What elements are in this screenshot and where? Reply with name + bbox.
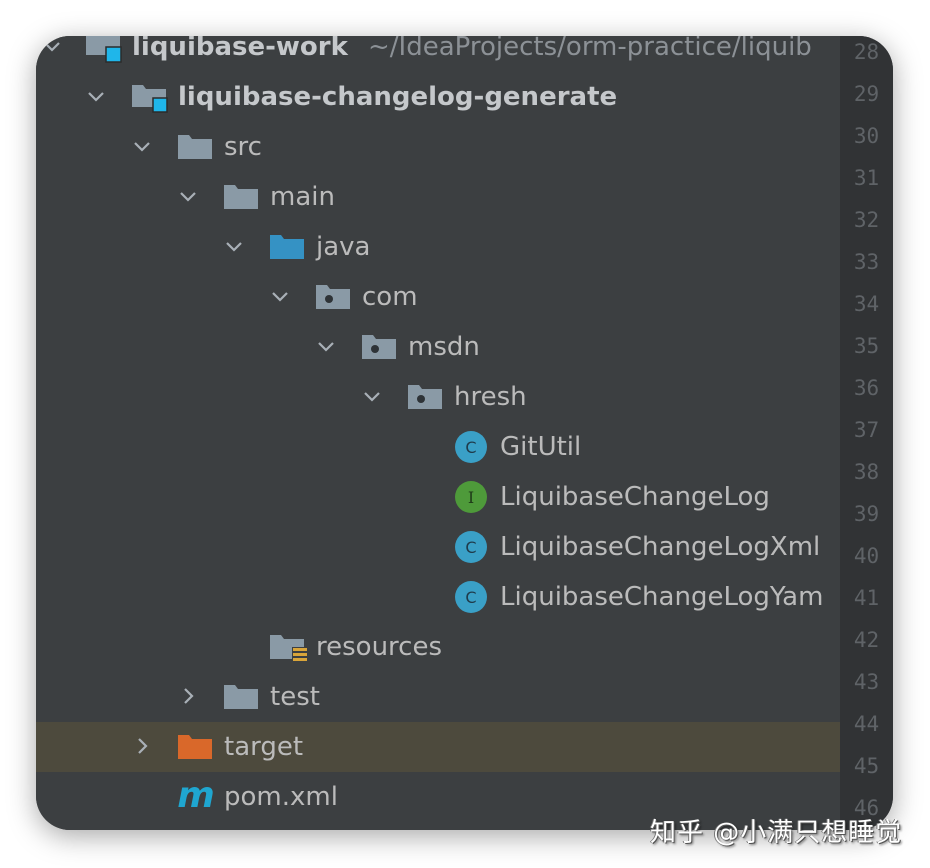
tree-row-test[interactable]: test bbox=[36, 672, 840, 722]
tree-row-resources[interactable]: resources bbox=[36, 622, 840, 672]
tree-row-label: msdn bbox=[408, 332, 480, 362]
line-number: 32 bbox=[853, 208, 880, 232]
tree-row-src[interactable]: src bbox=[36, 122, 840, 172]
tree-row-liquibasechangelogyaml[interactable]: C LiquibaseChangeLogYam bbox=[36, 572, 840, 622]
tree-row-hresh[interactable]: hresh bbox=[36, 372, 840, 422]
svg-text:C: C bbox=[465, 538, 476, 557]
tree-row-liquibase-changelog-generate[interactable]: liquibase-changelog-generate bbox=[36, 72, 840, 122]
folder-icon bbox=[224, 183, 258, 211]
package-icon bbox=[362, 333, 396, 361]
folder-icon bbox=[224, 683, 258, 711]
folder-icon bbox=[178, 133, 212, 161]
line-number: 35 bbox=[853, 334, 880, 358]
tree-row-label: pom.xml bbox=[224, 782, 338, 812]
svg-text:C: C bbox=[465, 588, 476, 607]
tree-row-label: main bbox=[270, 182, 335, 212]
line-number: 40 bbox=[853, 544, 880, 568]
line-number: 45 bbox=[853, 754, 880, 778]
tree-row-pom-xml[interactable]: m pom.xml bbox=[36, 772, 840, 822]
line-number: 39 bbox=[853, 502, 880, 526]
tree-row-java[interactable]: java bbox=[36, 222, 840, 272]
tree-row-label: test bbox=[270, 682, 320, 712]
tree-row-label: LiquibaseChangeLog bbox=[500, 482, 770, 512]
line-number: 30 bbox=[853, 124, 880, 148]
line-number: 44 bbox=[853, 712, 880, 736]
tree-row-liquibase-work[interactable]: liquibase-work ~/IdeaProjects/orm-practi… bbox=[36, 36, 840, 72]
chevron-down-icon[interactable] bbox=[316, 336, 336, 356]
class-icon: C bbox=[454, 430, 488, 463]
watermark: 知乎 @小满只想睡觉 bbox=[650, 818, 903, 848]
tree-row-label: liquibase-changelog-generate bbox=[178, 82, 618, 112]
chevron-down-icon[interactable] bbox=[86, 86, 106, 106]
line-number: 41 bbox=[853, 586, 880, 610]
line-number: 43 bbox=[853, 670, 880, 694]
svg-text:m: m bbox=[177, 778, 215, 814]
interface-icon: I bbox=[454, 480, 488, 513]
chevron-right-icon[interactable] bbox=[178, 686, 198, 706]
line-number: 29 bbox=[853, 82, 880, 106]
chevron-down-icon[interactable] bbox=[362, 386, 382, 406]
tree-row-gitutil[interactable]: C GitUtil bbox=[36, 422, 840, 472]
line-number: 42 bbox=[853, 628, 880, 652]
excluded-folder-icon bbox=[178, 733, 212, 761]
source-root-folder-icon bbox=[270, 233, 304, 261]
tree-row-main[interactable]: main bbox=[36, 172, 840, 222]
tree-row-label: LiquibaseChangeLogYam bbox=[500, 582, 824, 612]
tree-row-label: LiquibaseChangeLogXml bbox=[500, 532, 821, 562]
project-tree: liquibase-work ~/IdeaProjects/orm-practi… bbox=[36, 36, 840, 830]
svg-text:I: I bbox=[468, 488, 474, 507]
tree-row-label: target bbox=[224, 732, 304, 762]
chevron-down-icon[interactable] bbox=[270, 286, 290, 306]
tree-row-target[interactable]: target bbox=[36, 722, 840, 772]
line-number: 33 bbox=[853, 250, 880, 274]
chevron-down-icon[interactable] bbox=[224, 236, 244, 256]
class-icon: C bbox=[454, 580, 488, 613]
resources-folder-icon bbox=[270, 633, 308, 665]
tree-row-label: hresh bbox=[454, 382, 527, 412]
line-number: 37 bbox=[853, 418, 880, 442]
line-number: 38 bbox=[853, 460, 880, 484]
tree-row-label: java bbox=[316, 232, 371, 262]
tree-row-label: src bbox=[224, 132, 262, 162]
project-path: ~/IdeaProjects/orm-practice/liquib bbox=[368, 36, 812, 62]
line-number: 46 bbox=[853, 796, 880, 820]
svg-text:C: C bbox=[465, 438, 476, 457]
module-folder-icon bbox=[86, 36, 122, 63]
package-icon bbox=[408, 383, 442, 411]
module-folder-icon bbox=[132, 83, 168, 113]
chevron-down-icon[interactable] bbox=[178, 186, 198, 206]
line-number: 34 bbox=[853, 292, 880, 316]
maven-icon: m bbox=[176, 778, 216, 814]
tree-row-label: GitUtil bbox=[500, 432, 582, 462]
tree-row-liquibasechangelogxml[interactable]: C LiquibaseChangeLogXml bbox=[36, 522, 840, 572]
line-number: 28 bbox=[853, 40, 880, 64]
tree-row-label: com bbox=[362, 282, 418, 312]
tree-row-com[interactable]: com bbox=[36, 272, 840, 322]
chevron-right-icon[interactable] bbox=[132, 736, 152, 756]
project-panel: liquibase-work ~/IdeaProjects/orm-practi… bbox=[36, 36, 893, 830]
tree-row-label: resources bbox=[316, 632, 443, 662]
line-number-gutter: 28 29 30 31 32 33 34 35 36 37 38 39 40 4… bbox=[840, 36, 893, 830]
tree-row-msdn[interactable]: msdn bbox=[36, 322, 840, 372]
tree-row-label: liquibase-work bbox=[132, 36, 348, 62]
chevron-down-icon[interactable] bbox=[42, 36, 62, 56]
package-icon bbox=[316, 283, 350, 311]
line-number: 36 bbox=[853, 376, 880, 400]
chevron-down-icon[interactable] bbox=[132, 136, 152, 156]
class-icon: C bbox=[454, 530, 488, 563]
line-number: 31 bbox=[853, 166, 880, 190]
tree-row-liquibasechangelog[interactable]: I LiquibaseChangeLog bbox=[36, 472, 840, 522]
